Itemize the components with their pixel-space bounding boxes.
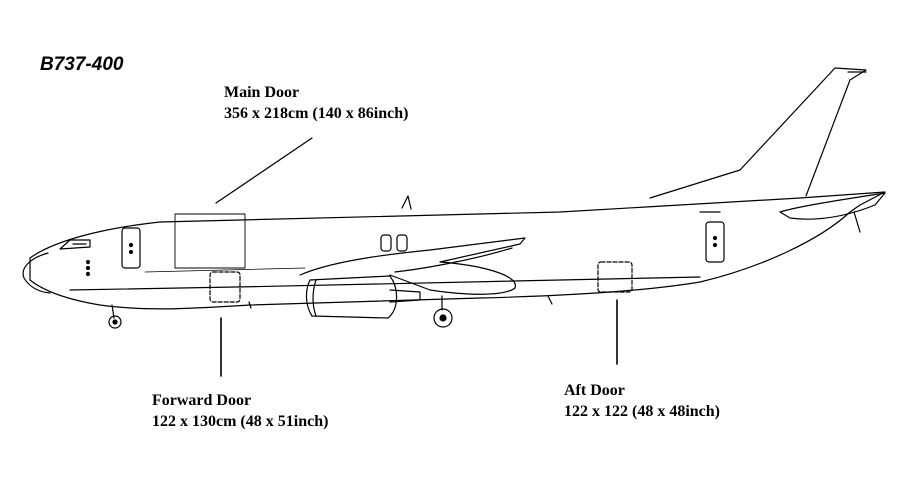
belly-line	[69, 276, 701, 291]
vertical-stabilizer	[649, 67, 867, 199]
main-gear-wheel	[433, 308, 453, 328]
main-door-size: 356 x 218cm (140 x 86inch)	[224, 105, 409, 122]
main-door-label: Main Door 356 x 218cm (140 x 86inch)	[224, 82, 408, 124]
nose-gear-wheel	[108, 315, 122, 329]
forward-door-label: Forward Door 122 x 130cm (48 x 51inch)	[152, 390, 328, 432]
tail-cone	[853, 211, 861, 233]
engine-inlet	[312, 279, 317, 317]
main-door-name: Main Door	[224, 84, 300, 101]
aft-door-label: Aft Door 122 x 122 (48 x 48inch)	[564, 380, 720, 422]
aft-door-name: Aft Door	[564, 382, 625, 399]
wing-flap	[394, 247, 513, 273]
engine-nacelle	[305, 275, 398, 319]
overwing-exit-2	[396, 234, 408, 252]
main-door-leader	[215, 137, 313, 204]
model-title: B737-400	[40, 54, 124, 75]
forward-passenger-door	[121, 227, 141, 269]
nose-cone	[22, 252, 51, 294]
engine-exhaust	[389, 289, 421, 303]
forward-door-size: 122 x 130cm (48 x 51inch)	[152, 413, 329, 430]
cockpit-windows	[59, 239, 91, 250]
aft-passenger-door	[705, 221, 725, 263]
belly-antenna	[547, 295, 553, 305]
wing	[299, 237, 526, 295]
aft-door-size: 122 x 122 (48 x 48inch)	[564, 403, 720, 420]
fuselage	[29, 191, 886, 310]
forward-cargo-door	[209, 271, 241, 303]
overwing-exit-1	[380, 234, 392, 252]
aft-cargo-door	[597, 261, 633, 293]
main-door-outline	[174, 213, 246, 269]
horizontal-stabilizer	[779, 192, 886, 220]
forward-door-name: Forward Door	[152, 392, 252, 409]
antenna	[401, 195, 412, 210]
fuselage-midline	[144, 267, 306, 273]
